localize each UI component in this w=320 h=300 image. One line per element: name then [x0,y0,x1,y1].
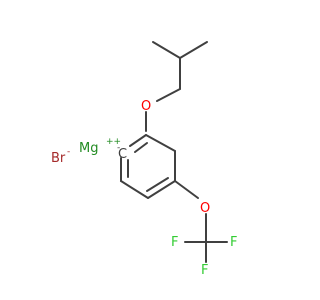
atom-mg: Mg [79,141,98,156]
ring-bond-3 [147,180,176,199]
ring-bond-6-inner [134,142,148,153]
charge-br: - [67,147,70,157]
atom-br: Br [51,151,66,166]
ring-bond-4 [120,180,149,199]
ring-bond-6 [129,134,147,147]
structure-canvas: Mg ++ Br - C - O O F F F [51,41,237,278]
atom-f-bottom: F [201,263,208,278]
atom-o-bottom: O [200,201,210,216]
bond-ch2-o [156,88,181,102]
molecule-diagram: Mg ++ Br - C - O O F F F [51,41,237,278]
atom-o-top: O [141,99,151,114]
bond-isobutyl-1 [152,41,181,59]
ring-bond-3-inner [146,177,169,192]
bond-ring-o2 [174,180,199,199]
ring-bond-1 [145,134,176,152]
atom-f-left: F [171,235,178,250]
atom-f-right: F [230,235,237,250]
bond-isobutyl-2 [179,41,208,59]
charge-c-anion: - [117,143,120,153]
charge-mg: ++ [106,137,121,147]
atom-c-anion: C [118,147,127,162]
